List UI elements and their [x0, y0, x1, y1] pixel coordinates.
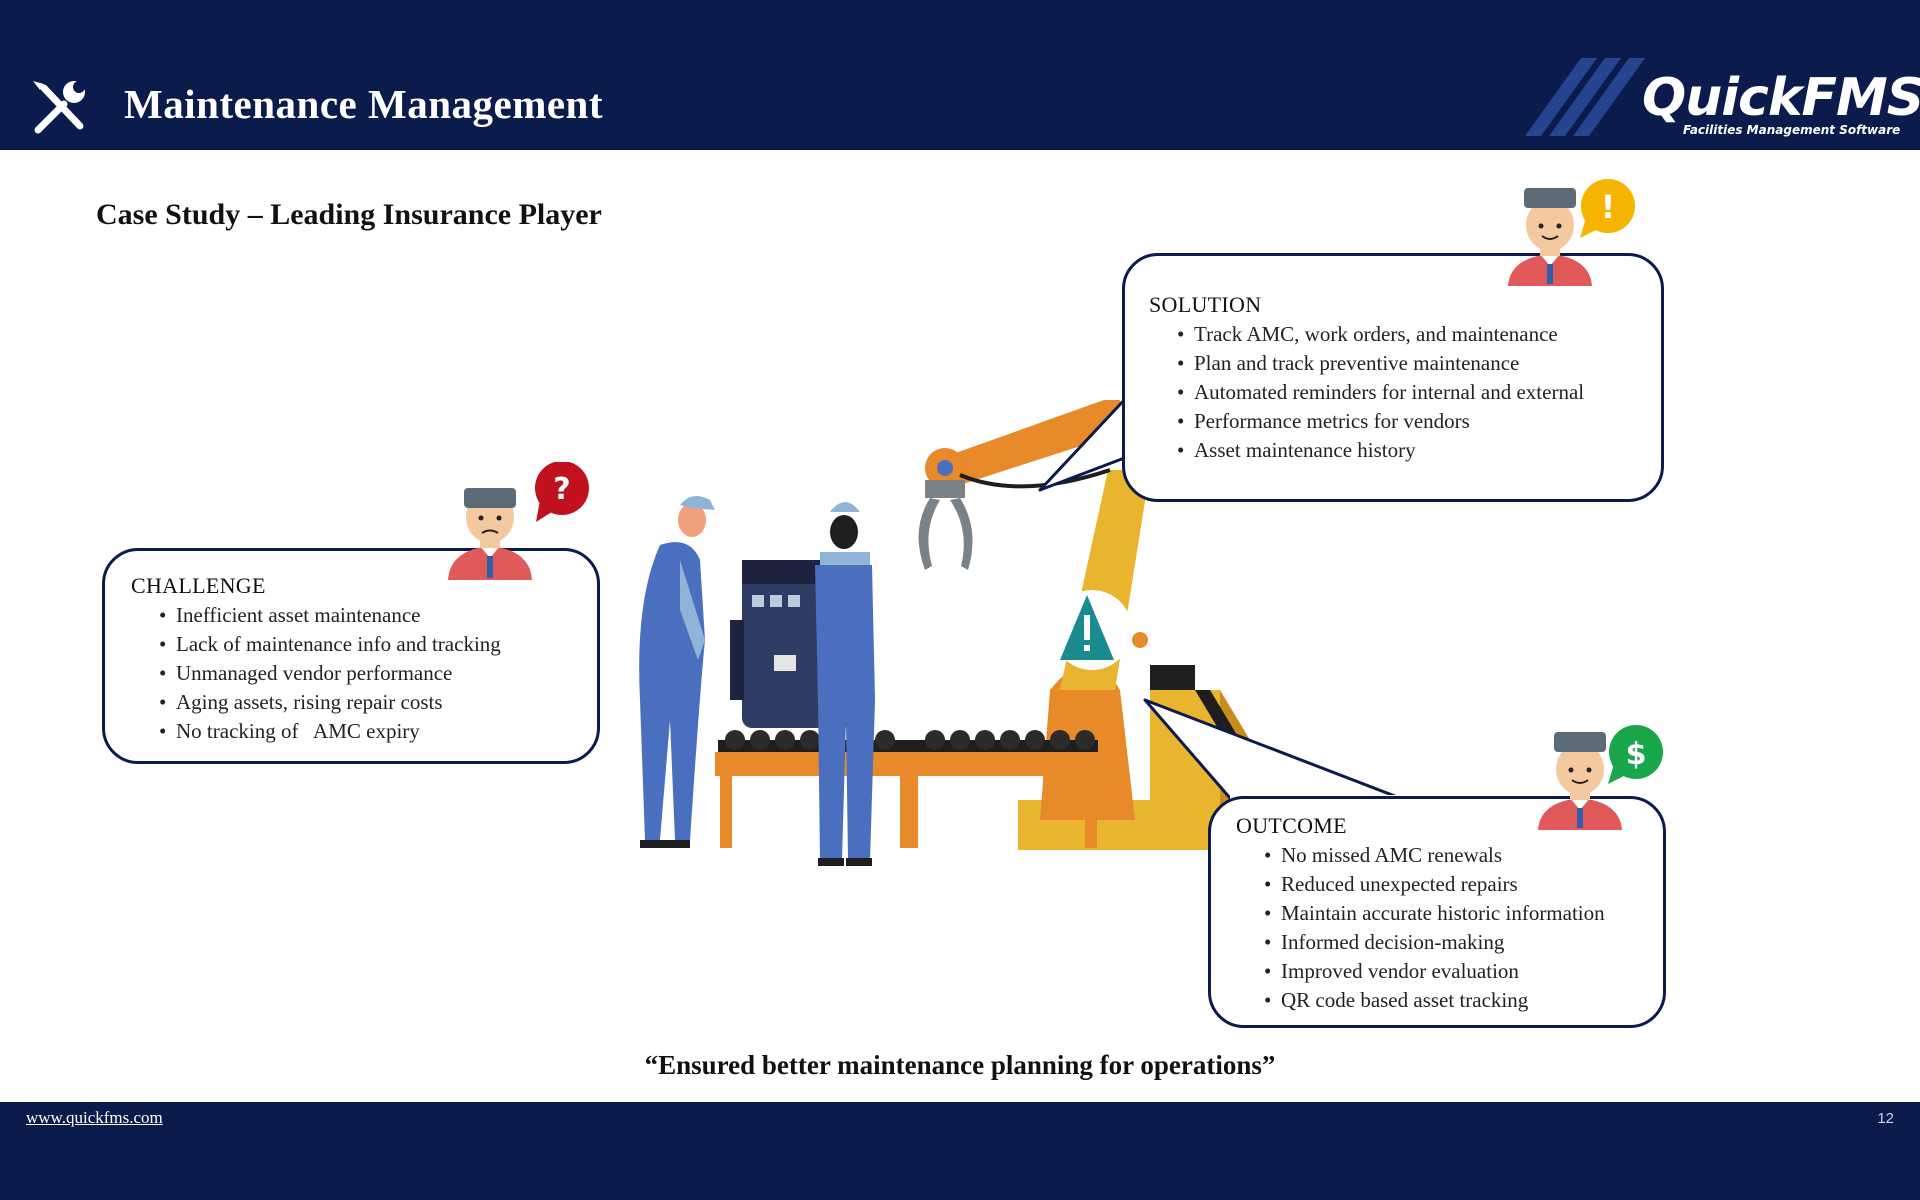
tools-icon: [33, 81, 85, 134]
question-badge: ?: [553, 472, 570, 507]
challenge-heading: CHALLENGE: [131, 573, 266, 598]
challenge-list: Inefficient asset maintenance Lack of ma…: [131, 601, 571, 746]
outcome-list: No missed AMC renewals Reduced unexpecte…: [1236, 841, 1638, 1015]
list-item: Informed decision-making: [1264, 928, 1638, 957]
alert-person-avatar: !: [1508, 179, 1635, 286]
list-item: Maintain accurate historic information: [1264, 899, 1638, 928]
list-item: Inefficient asset maintenance: [159, 601, 571, 630]
list-item: Plan and track preventive maintenance: [1177, 349, 1637, 378]
list-item: Automated reminders for internal and ext…: [1177, 378, 1637, 407]
solution-callout: SOLUTION Track AMC, work orders, and mai…: [1122, 253, 1664, 502]
list-item: Lack of maintenance info and tracking: [159, 630, 571, 659]
logo-tagline: Facilities Management Software: [1683, 123, 1901, 137]
solution-heading: SOLUTION: [1149, 292, 1262, 317]
worker-left: [639, 496, 715, 848]
list-item: No tracking of AMC expiry: [159, 717, 571, 746]
solution-callout-tail: [1038, 395, 1130, 492]
outcome-callout: OUTCOME No missed AMC renewals Reduced u…: [1208, 796, 1666, 1028]
page-number: 12: [1877, 1110, 1894, 1127]
outcome-callout-tail: [1143, 698, 1402, 801]
challenge-callout: CHALLENGE Inefficient asset maintenance …: [102, 548, 600, 764]
page-title: Maintenance Management: [124, 81, 603, 127]
list-item: Improved vendor evaluation: [1264, 957, 1638, 986]
logo-wordmark: QuickFMS: [1642, 68, 1920, 128]
list-item: Asset maintenance history: [1177, 436, 1637, 465]
dollar-badge: $: [1626, 737, 1647, 772]
confused-person-avatar: ?: [448, 462, 589, 580]
testimonial-quote: “Ensured better maintenance planning for…: [644, 1050, 1276, 1080]
footer-bar: [0, 1102, 1920, 1200]
list-item: Performance metrics for vendors: [1177, 407, 1637, 436]
list-item: Reduced unexpected repairs: [1264, 870, 1638, 899]
list-item: QR code based asset tracking: [1264, 986, 1638, 1015]
list-item: Aging assets, rising repair costs: [159, 688, 571, 717]
conveyor-belt: [715, 730, 1100, 848]
outcome-heading: OUTCOME: [1236, 813, 1347, 838]
logo-stripes: [1525, 58, 1645, 136]
list-item: Unmanaged vendor performance: [159, 659, 571, 688]
list-item: No missed AMC renewals: [1264, 841, 1638, 870]
happy-person-avatar: $: [1538, 725, 1663, 830]
list-item: Track AMC, work orders, and maintenance: [1177, 320, 1637, 349]
exclamation-badge: !: [1601, 188, 1616, 226]
website-link[interactable]: www.quickfms.com: [26, 1108, 163, 1127]
solution-list: Track AMC, work orders, and maintenance …: [1149, 320, 1637, 465]
worker-right: [815, 502, 875, 866]
case-study-title: Case Study – Leading Insurance Player: [96, 198, 602, 231]
